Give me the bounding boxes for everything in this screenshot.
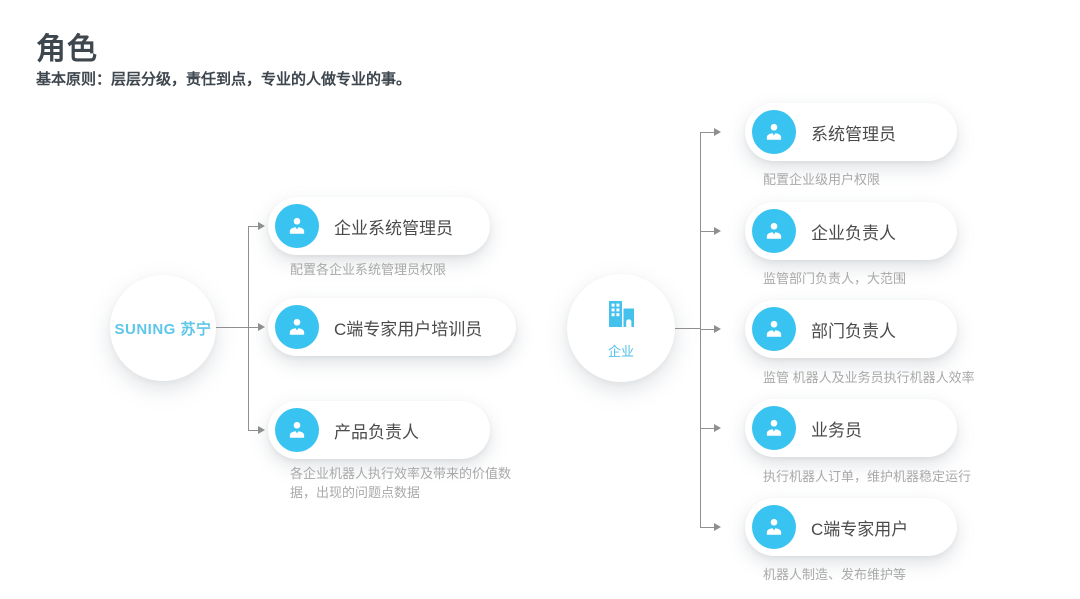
role-node-label: 产品负责人 [334, 422, 419, 442]
page-subtitle: 基本原则：层层分级，责任到点，专业的人做专业的事。 [36, 71, 412, 88]
connector-line [700, 428, 714, 429]
role-node-caption: 执行机器人订单，维护机器稳定运行 [763, 469, 972, 484]
businessman-icon [275, 204, 319, 248]
role-node-label: 企业系统管理员 [334, 218, 453, 238]
businessman-icon [752, 505, 796, 549]
role-node-label: 业务员 [811, 420, 862, 440]
role-node-label: C端专家用户 [811, 519, 909, 539]
connector-line [216, 327, 249, 328]
businessman-icon [752, 110, 796, 154]
enterprise-hub-node: 企业 [567, 274, 675, 382]
connector-arrow-icon [714, 128, 721, 136]
connector-line [700, 231, 714, 232]
connector-arrow-icon [714, 523, 721, 531]
connector-line [248, 226, 258, 227]
role-node-salesperson: 业务员 [745, 399, 957, 457]
connector-arrow-icon [258, 323, 265, 331]
businessman-icon [275, 408, 319, 452]
connector-arrow-icon [714, 227, 721, 235]
role-node-sysadmin: 系统管理员 [745, 103, 957, 161]
role-node-caption: 配置企业级用户权限 [763, 172, 881, 187]
role-node-caption: 监管 机器人及业务员执行机器人效率 [763, 370, 975, 385]
role-node-label: C端专家用户培训员 [334, 319, 483, 339]
role-node-caption: 各企业机器人执行效率及带来的价值数据，出现的问题点数据 [290, 466, 512, 500]
connector-arrow-icon [714, 424, 721, 432]
connector-line [700, 132, 714, 133]
role-node-product-owner: 产品负责人 [268, 401, 490, 459]
connector-line [675, 328, 701, 329]
role-node-c-expert-user: C端专家用户 [745, 498, 957, 556]
role-node-enterprise-sysadmin: 企业系统管理员 [268, 197, 490, 255]
role-node-label: 部门负责人 [811, 321, 896, 341]
connector-line [248, 226, 249, 431]
enterprise-hub-label: 企业 [607, 343, 634, 359]
connector-arrow-icon [714, 325, 721, 333]
connector-arrow-icon [258, 222, 265, 230]
connector-line [700, 527, 714, 528]
connector-line [248, 327, 258, 328]
role-node-caption: 配置各企业系统管理员权限 [290, 262, 447, 277]
role-node-label: 系统管理员 [811, 124, 896, 144]
role-node-enterprise-owner: 企业负责人 [745, 202, 957, 260]
page-title: 角色 [36, 33, 98, 66]
connector-line [248, 430, 258, 431]
role-node-caption: 机器人制造、发布维护等 [763, 567, 907, 582]
role-node-dept-owner: 部门负责人 [745, 300, 957, 358]
role-node-caption: 监管部门负责人，大范围 [763, 271, 907, 286]
role-node-label: 企业负责人 [811, 223, 896, 243]
building-icon [603, 297, 639, 338]
businessman-icon [752, 307, 796, 351]
role-node-c-expert-trainer: C端专家用户培训员 [268, 298, 516, 356]
connector-arrow-icon [258, 426, 265, 434]
suning-hub-node: SUNING 苏宁 [110, 275, 216, 381]
connector-line [700, 329, 714, 330]
businessman-icon [275, 305, 319, 349]
businessman-icon [752, 209, 796, 253]
businessman-icon [752, 406, 796, 450]
suning-logo: SUNING 苏宁 [114, 320, 212, 338]
